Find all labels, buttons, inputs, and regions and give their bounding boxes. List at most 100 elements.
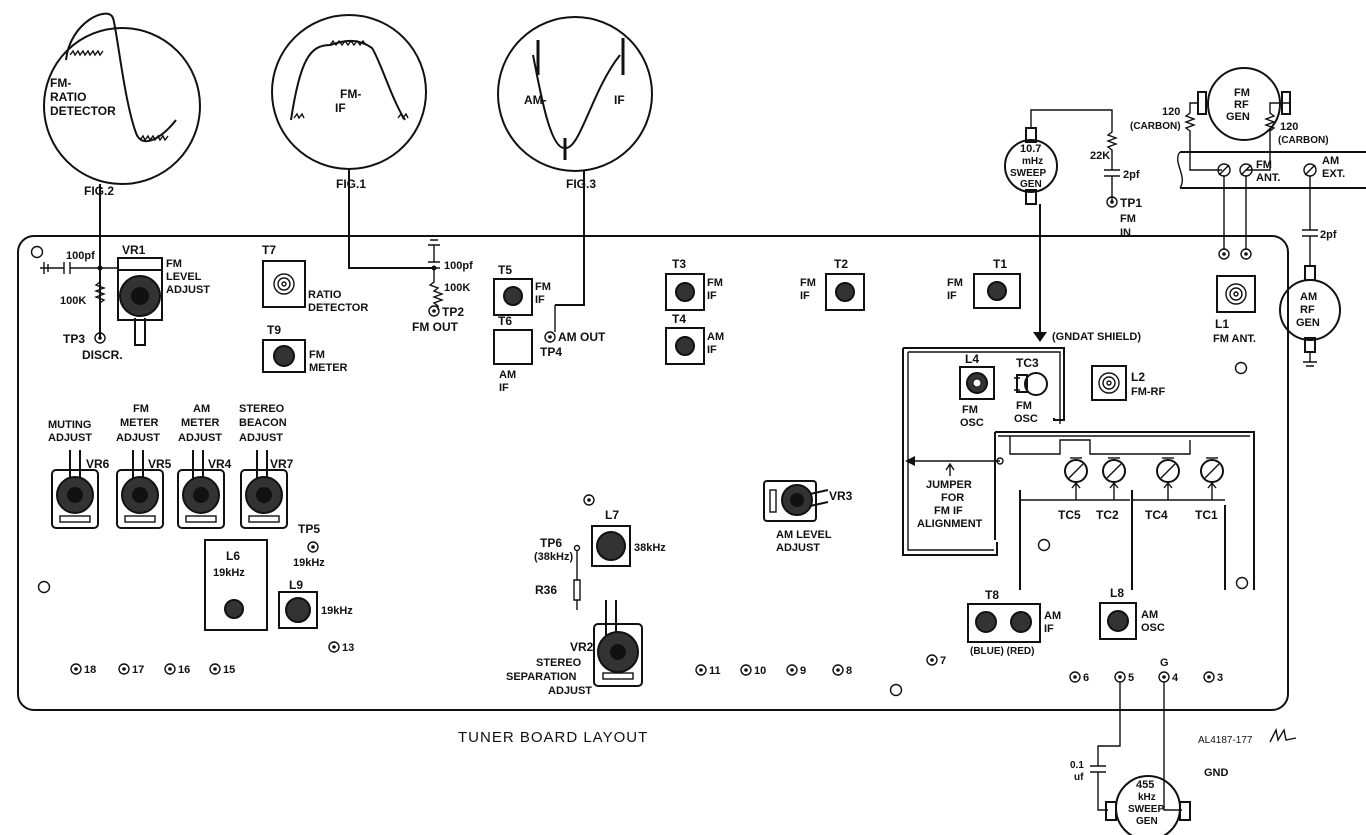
l4-coil[interactable]: L4 FM OSC: [959, 352, 995, 429]
tc3-label: TC3: [1016, 356, 1039, 370]
fm-ant-term-2: ANT.: [1256, 172, 1280, 184]
tp1-label: TP1: [1120, 196, 1142, 210]
am-meter-adjust-2: METER: [181, 417, 220, 429]
tc3-fm-osc-2: OSC: [1014, 413, 1038, 425]
tp1-fm-in-2: IN: [1120, 227, 1131, 239]
g-label: G: [1160, 657, 1169, 669]
tp6-freq: (38kHz): [534, 551, 573, 563]
tp6-label: TP6: [540, 536, 562, 550]
vr1-label: VR1: [122, 243, 146, 257]
t7-transformer[interactable]: T7 RATIO DETECTOR: [262, 243, 368, 314]
vr2-label: VR2: [570, 640, 594, 654]
r22k-label: 22K: [1090, 150, 1110, 162]
t1-label: T1: [993, 257, 1007, 271]
t1-fm-if-2: IF: [947, 290, 957, 302]
c100pf-a-label: 100pf: [66, 250, 95, 262]
l4-fm-osc-2: OSC: [960, 417, 984, 429]
t4-label: T4: [672, 312, 686, 326]
t8-transformer[interactable]: T8 AM IF (BLUE) (RED): [967, 588, 1061, 657]
c100pf-b-label: 100pf: [444, 260, 473, 272]
vr3-potentiometer[interactable]: VR3 AM LEVEL ADJUST: [763, 480, 853, 554]
fm-rf-gen-3: GEN: [1226, 111, 1250, 123]
t9-label: T9: [267, 323, 281, 337]
pin-5-label: 5: [1128, 672, 1134, 684]
vr4-potentiometer[interactable]: VR4: [177, 450, 232, 529]
vr1-potentiometer[interactable]: VR1 FM LEVEL ADJUST: [117, 243, 210, 346]
tc2-label: TC2: [1096, 508, 1119, 522]
am-meter-adjust-1: AM: [193, 403, 210, 415]
l8-am-osc-1: AM: [1141, 609, 1158, 621]
pot-labels: MUTING ADJUST FM METER ADJUST AM METER A…: [48, 403, 287, 444]
l7-coil[interactable]: L7 38kHz: [591, 508, 666, 567]
pin-3-label: 3: [1217, 672, 1223, 684]
t6-transformer[interactable]: T6 AM IF: [493, 314, 533, 394]
am-ext-term-1: AM: [1322, 155, 1339, 167]
khz-sweep-gen-3: SWEEP: [1128, 804, 1164, 815]
initials-signature: [1269, 727, 1297, 743]
fm-sweep-gen-4: GEN: [1020, 179, 1042, 190]
t1-transformer[interactable]: T1 FM IF: [947, 257, 1021, 309]
fm-sweep-gen-1: 10.7: [1020, 143, 1041, 155]
vr7-potentiometer[interactable]: VR7: [240, 450, 294, 529]
fm-level-adjust-3: ADJUST: [166, 284, 210, 296]
board-outline: [17, 235, 1289, 711]
r100k-b-label: 100K: [444, 282, 470, 294]
vr5-potentiometer[interactable]: VR5: [116, 450, 172, 529]
tp4-am-out: AM OUT TP4: [540, 305, 606, 359]
tc4-trimmer[interactable]: TC4: [1145, 457, 1180, 522]
fig2-label-3: DETECTOR: [50, 104, 116, 118]
tp5-freq: 19kHz: [293, 557, 325, 569]
l1-coil[interactable]: L1 FM ANT.: [1213, 275, 1256, 345]
am-rf-gen-3: GEN: [1296, 317, 1320, 329]
l6-coil[interactable]: L6 19kHz: [204, 539, 268, 631]
pin-17: 17: [118, 663, 144, 676]
l9-coil[interactable]: L9 19kHz: [278, 578, 353, 629]
fm-meter-adjust-1: FM: [133, 403, 149, 415]
r100k-a-label: 100K: [60, 295, 86, 307]
pin-18: 18: [70, 663, 96, 676]
fig2-label-2: RATIO: [50, 90, 86, 104]
t8-am-if-1: AM: [1044, 610, 1061, 622]
vr3-label: VR3: [829, 489, 853, 503]
pin-4-label: 4: [1172, 672, 1179, 684]
am-rf-generator: AM RF GEN: [1279, 265, 1341, 367]
pin-6: 6: [1069, 671, 1089, 684]
l4-fm-osc-1: FM: [962, 404, 978, 416]
tc5-trimmer[interactable]: TC5: [1058, 457, 1088, 522]
khz-sweep-gen-1: 455: [1136, 779, 1154, 791]
drawing-number-text: AL4187-177: [1198, 735, 1253, 746]
t5-transformer[interactable]: T5 FM IF: [493, 263, 551, 316]
jumper[interactable]: JUMPER FOR FM IF ALIGNMENT: [905, 456, 1004, 530]
t9-transformer[interactable]: T9 FM METER: [262, 323, 348, 374]
jumper-2: FOR: [941, 492, 964, 504]
l2-label: L2: [1131, 370, 1145, 384]
tc3-trimmer[interactable]: TC3 FM OSC: [1014, 356, 1048, 425]
l8-coil[interactable]: L8 AM OSC: [1099, 586, 1165, 640]
am-rf-gen-2: RF: [1300, 304, 1315, 316]
khz-sweep-gen-4: GEN: [1136, 816, 1158, 827]
pin-5: 5: [1114, 671, 1134, 684]
l6-label: L6: [226, 549, 240, 563]
l1-fm-ant: FM ANT.: [1213, 333, 1256, 345]
pin-3: 3: [1203, 671, 1223, 684]
fm-level-adjust-1: FM: [166, 258, 182, 270]
t4-transformer[interactable]: T4 AM IF: [665, 312, 724, 365]
jumper-4: ALIGNMENT: [917, 518, 983, 530]
vr2-potentiometer[interactable]: VR2 STEREO SEPARATION ADJUST: [506, 600, 643, 697]
pin-7-label: 7: [940, 655, 946, 667]
r120-left-label: 120: [1162, 106, 1180, 118]
t2-transformer[interactable]: T2 FM IF: [800, 257, 865, 311]
t4-am-if-1: AM: [707, 331, 724, 343]
khz-sweep-gen-2: kHz: [1138, 792, 1156, 803]
tc2-trimmer[interactable]: TC2: [1096, 457, 1126, 522]
tc1-trimmer[interactable]: TC1: [1195, 457, 1224, 522]
fm-level-adjust-2: LEVEL: [166, 271, 202, 283]
l2-coil[interactable]: L2 FM-RF: [1091, 365, 1165, 401]
scope-fig1: FM- IF FIG.1: [271, 14, 427, 191]
t3-transformer[interactable]: T3 FM IF: [665, 257, 723, 311]
pin-16: 16: [164, 663, 190, 676]
khz-sweep-generator: 0.1 uf GND 455 kHz SWEEP GEN: [1070, 682, 1229, 835]
tp3-label: TP3: [63, 332, 85, 346]
vr6-potentiometer[interactable]: VR6: [51, 450, 110, 529]
pin-8-label: 8: [846, 665, 852, 677]
